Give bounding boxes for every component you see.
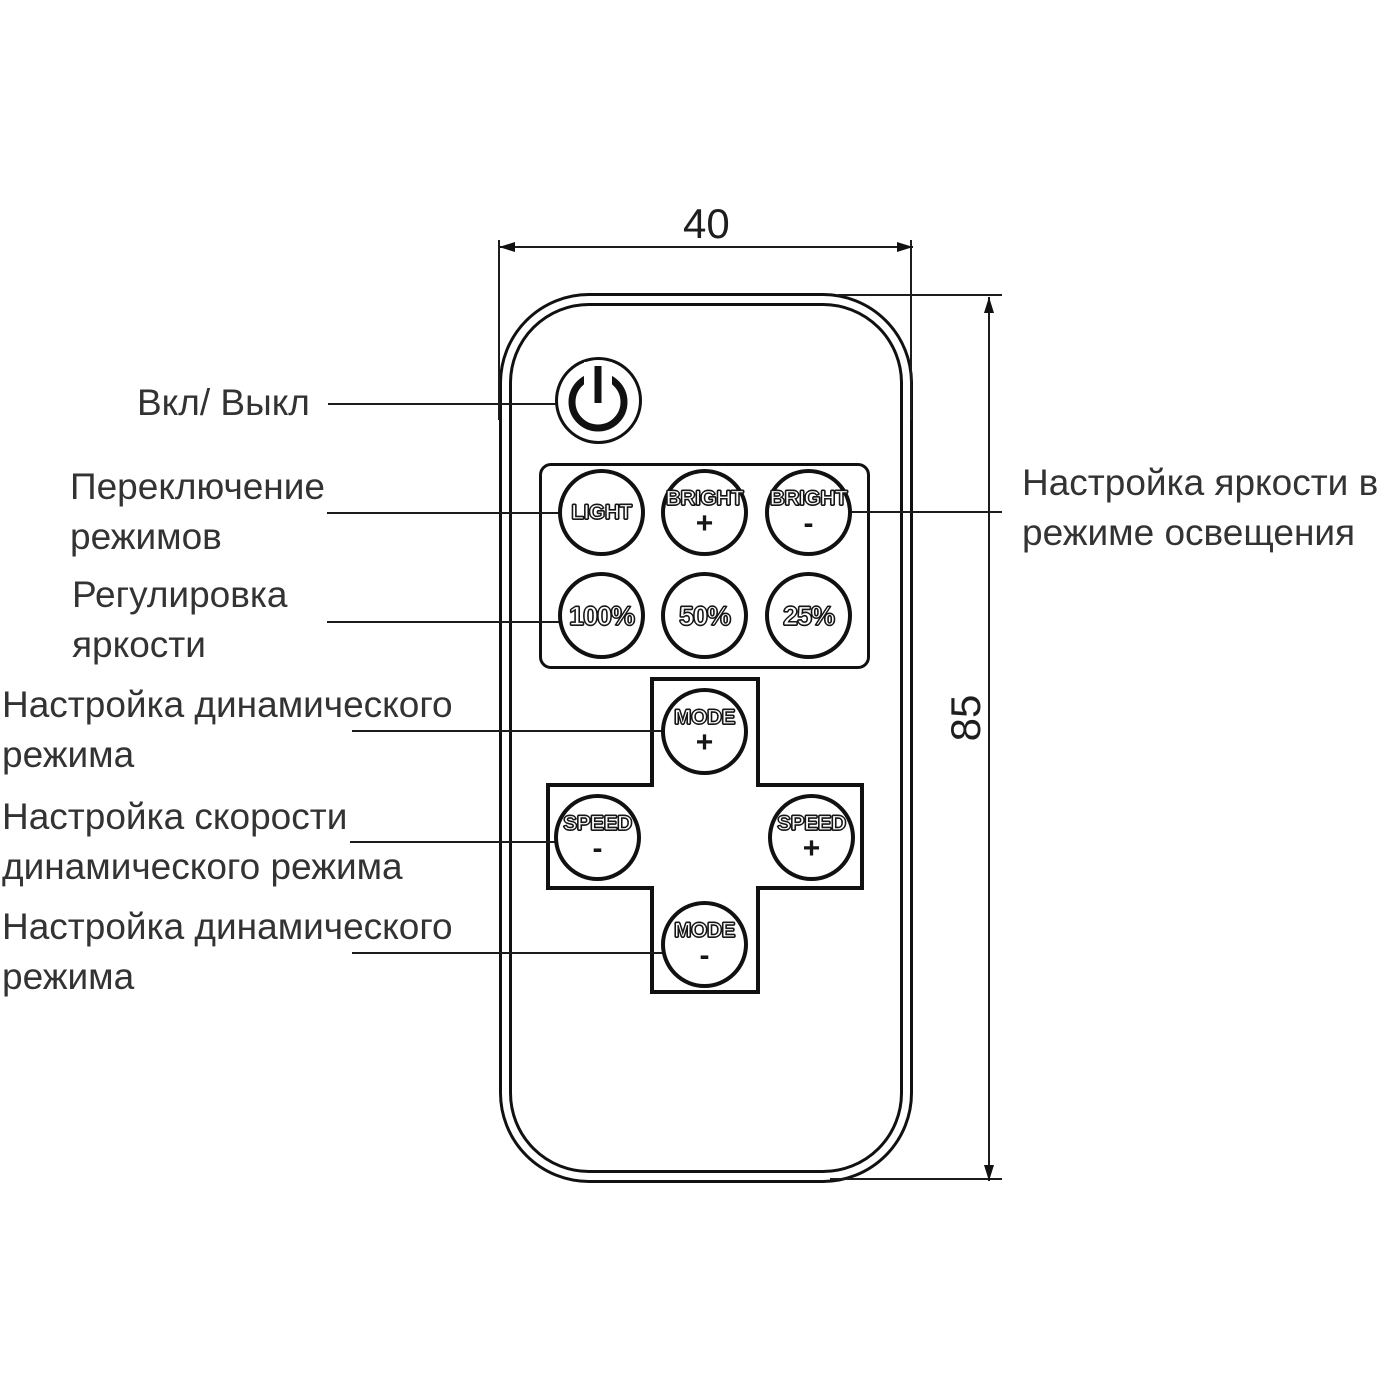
leader-100	[327, 621, 561, 623]
button-label: MODE	[673, 919, 736, 942]
annotation-brightness-adjust: Регулировка яркости	[72, 570, 287, 670]
annotation-text: Настройка динамического	[2, 684, 453, 725]
power-icon	[568, 362, 628, 432]
arrowhead-right-icon	[897, 242, 913, 252]
dimension-height-label: 85	[942, 694, 989, 742]
extension-line-height-bottom	[830, 1178, 1002, 1180]
button-sub-label: -	[699, 939, 710, 972]
button-label: LIGHT	[571, 500, 633, 524]
annotation-text: яркости	[72, 624, 206, 665]
annotation-dynamic-mode-up: Настройка динамического режима	[2, 680, 453, 780]
annotation-dynamic-mode-down: Настройка динамического режима	[2, 902, 453, 1002]
annotation-light-brightness: Настройка яркости в режиме освещения	[1022, 458, 1378, 558]
annotation-text: Настройка скорости	[2, 796, 348, 837]
brightness-25-button: 25%	[765, 572, 852, 659]
button-label: MODE	[673, 706, 736, 729]
bright-plus-button: BRIGHT +	[661, 469, 748, 556]
leader-bright-minus	[850, 511, 1002, 513]
arrowhead-left-icon	[499, 242, 515, 252]
button-label: BRIGHT	[769, 487, 848, 510]
leader-power	[328, 403, 564, 405]
annotation-text: Регулировка	[72, 574, 288, 615]
extension-line-width-right	[910, 240, 912, 420]
annotation-speed: Настройка скорости динамического режима	[2, 792, 403, 892]
button-sub-label: +	[695, 726, 714, 759]
button-label: BRIGHT	[665, 487, 744, 510]
annotation-text: режиме освещения	[1022, 512, 1356, 553]
annotation-power: Вкл/ Выкл	[137, 378, 310, 428]
annotation-text: динамического режима	[2, 846, 403, 887]
arrowhead-down-icon	[984, 1165, 994, 1181]
annotation-text: Переключение	[70, 466, 325, 507]
speed-minus-button: SPEED -	[554, 794, 641, 881]
button-sub-label: +	[802, 832, 821, 865]
button-label: SPEED	[777, 812, 847, 835]
mode-minus-button: MODE -	[661, 901, 748, 988]
dimension-line-height	[988, 297, 990, 1181]
arrowhead-up-icon	[984, 297, 994, 313]
leader-mode-plus	[352, 730, 664, 732]
button-label: 100%	[568, 600, 635, 631]
brightness-50-button: 50%	[661, 572, 748, 659]
button-sub-label: -	[592, 832, 603, 865]
power-button	[555, 357, 642, 444]
annotation-text: режима	[2, 734, 135, 775]
leader-mode-minus	[352, 952, 664, 954]
light-button: LIGHT	[558, 469, 645, 556]
button-label: 50%	[678, 600, 731, 631]
dimension-line-width	[499, 246, 913, 248]
dimension-width-label: 40	[683, 200, 730, 247]
mode-plus-button: MODE +	[661, 688, 748, 775]
annotation-text: Настройка яркости в	[1022, 462, 1379, 503]
speed-plus-button: SPEED +	[768, 794, 855, 881]
button-label: SPEED	[563, 812, 633, 835]
annotation-text: режимов	[70, 516, 222, 557]
extension-line-width-left	[498, 240, 500, 420]
annotation-text: Вкл/ Выкл	[137, 382, 310, 423]
button-label: 25%	[782, 600, 835, 631]
leader-light	[327, 512, 561, 514]
annotation-text: режима	[2, 956, 135, 997]
dpad-cross-outline	[546, 677, 864, 994]
brightness-100-button: 100%	[558, 572, 645, 659]
bright-minus-button: BRIGHT -	[765, 469, 852, 556]
leader-speed-minus	[350, 841, 558, 843]
extension-line-height-top	[838, 294, 1002, 296]
annotation-text: Настройка динамического	[2, 906, 453, 947]
button-sub-label: -	[803, 507, 814, 540]
button-sub-label: +	[695, 507, 714, 540]
annotation-mode-switch: Переключение режимов	[70, 462, 325, 562]
